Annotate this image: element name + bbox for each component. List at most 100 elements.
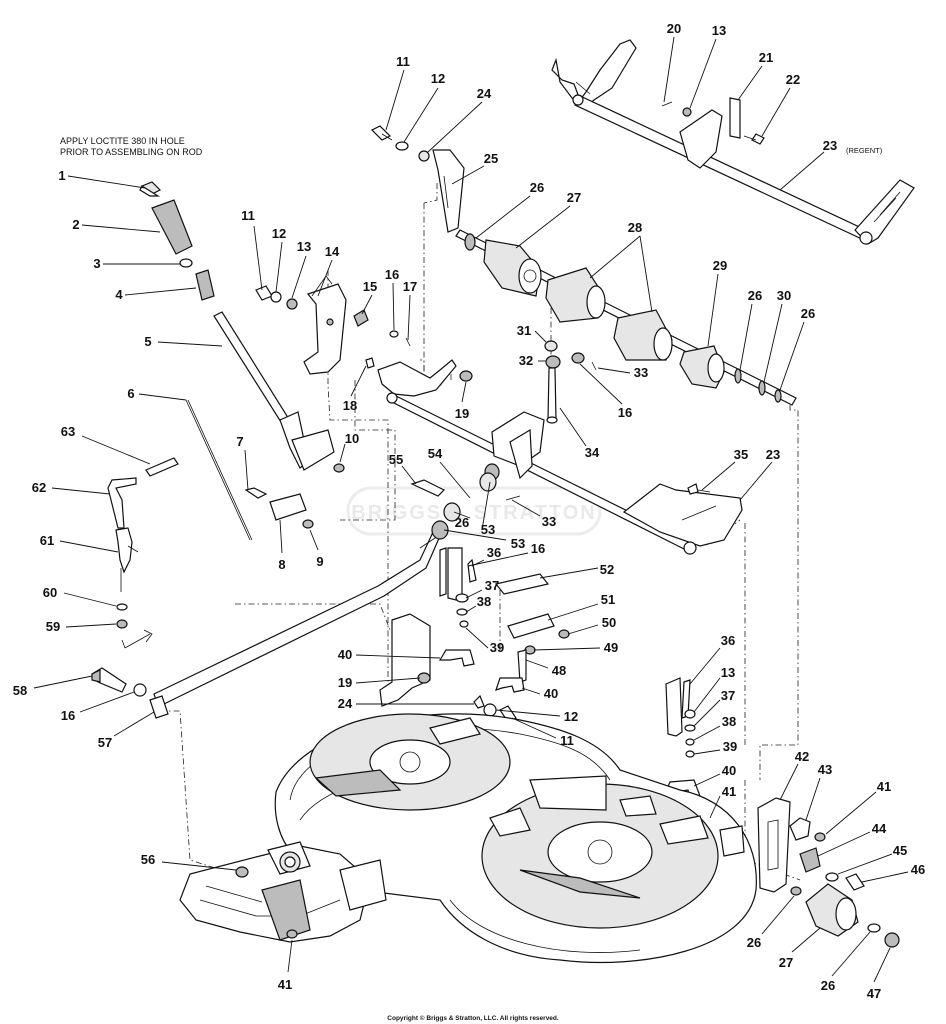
part-callout-13: 13 xyxy=(297,239,311,254)
part-callout-12: 12 xyxy=(564,709,578,724)
rear-roller-bracket xyxy=(757,797,900,948)
part-callout-29: 29 xyxy=(713,258,727,273)
part-callout-26: 26 xyxy=(530,180,544,195)
part-callout-33: 33 xyxy=(542,514,556,529)
part-callout-10: 10 xyxy=(345,431,359,446)
part-callout-1: 1 xyxy=(58,168,65,183)
part-callout-62: 62 xyxy=(32,480,46,495)
part-callout-13: 13 xyxy=(712,23,726,38)
part-callout-34: 34 xyxy=(585,445,600,460)
part-callout-4: 4 xyxy=(115,287,123,302)
part-callout-52: 52 xyxy=(600,562,614,577)
part-callout-3: 3 xyxy=(93,256,100,271)
part-callout-12: 12 xyxy=(431,71,445,86)
part-callout-40: 40 xyxy=(722,763,736,778)
part-callout-37: 37 xyxy=(721,688,735,703)
loctite-note-line2: PRIOR TO ASSEMBLING ON ROD xyxy=(60,147,203,157)
part-callout-30: 30 xyxy=(777,288,791,303)
part-callout-26: 26 xyxy=(821,978,835,993)
part-callout-59: 59 xyxy=(46,619,60,634)
center-brackets xyxy=(379,547,570,723)
part-callout-63: 63 xyxy=(61,424,75,439)
roller-shaft xyxy=(455,229,797,406)
part-callout-35: 35 xyxy=(734,447,748,462)
part-callout-39: 39 xyxy=(723,739,737,754)
part-callout-17: 17 xyxy=(403,279,417,294)
part-callout-37: 37 xyxy=(485,578,499,593)
part-callout-8: 8 xyxy=(278,557,285,572)
part-callout-49: 49 xyxy=(604,640,618,655)
part-callout-27: 27 xyxy=(567,190,581,205)
part-callout-20: 20 xyxy=(667,21,681,36)
part-callout-16: 16 xyxy=(385,267,399,282)
part-callout-54: 54 xyxy=(428,446,443,461)
part-callout-36: 36 xyxy=(487,545,501,560)
part-callout-58: 58 xyxy=(13,683,27,698)
part-callout-43: 43 xyxy=(818,762,832,777)
handle-assembly xyxy=(139,181,411,541)
part-callout-38: 38 xyxy=(477,594,491,609)
part-callout-19: 19 xyxy=(455,406,469,421)
part-callout-25: 25 xyxy=(484,151,498,166)
part-callout-23: 23 xyxy=(823,138,837,153)
part-callout-32: 32 xyxy=(519,353,533,368)
part-callout-28: 28 xyxy=(628,220,642,235)
part-callout-2: 2 xyxy=(72,217,79,232)
part-callout-55: 55 xyxy=(389,452,403,467)
part-callout-61: 61 xyxy=(40,533,54,548)
part-callout-22: 22 xyxy=(786,72,800,87)
part-callout-16: 16 xyxy=(618,405,632,420)
watermark: BRIGGS & STRATTON xyxy=(346,486,602,536)
lift-link xyxy=(91,528,441,719)
part-callout-39: 39 xyxy=(490,640,504,655)
part-callout-50: 50 xyxy=(602,615,616,630)
loctite-note-line1: APPLY LOCTITE 380 IN HOLE xyxy=(60,136,185,146)
regent-note: (REGENT) xyxy=(846,146,883,155)
part-callout-47: 47 xyxy=(867,986,881,1001)
part-callout-26: 26 xyxy=(747,935,761,950)
part-callout-26: 26 xyxy=(455,515,469,530)
part-callout-23: 23 xyxy=(766,447,780,462)
part-callout-11: 11 xyxy=(560,733,574,748)
part-callout-53: 53 xyxy=(481,522,495,537)
part-callout-26: 26 xyxy=(801,306,815,321)
part-callout-21: 21 xyxy=(759,50,773,65)
part-callout-31: 31 xyxy=(517,323,531,338)
svg-text:BRIGGS & STRATTON: BRIGGS & STRATTON xyxy=(351,502,596,524)
part-callout-41: 41 xyxy=(877,779,891,794)
part-callout-16: 16 xyxy=(531,541,545,556)
rod-hardware xyxy=(410,463,521,540)
part-callout-14: 14 xyxy=(325,244,340,259)
part-callout-44: 44 xyxy=(872,821,887,836)
part-callout-40: 40 xyxy=(544,686,558,701)
part-callout-7: 7 xyxy=(236,434,243,449)
part-callout-24: 24 xyxy=(477,86,492,101)
part-callout-24: 24 xyxy=(338,696,353,711)
part-callout-53: 53 xyxy=(511,536,525,551)
part-callout-13: 13 xyxy=(721,665,735,680)
regent-lift-shaft xyxy=(551,39,915,245)
part-callout-18: 18 xyxy=(343,398,357,413)
part-callout-5: 5 xyxy=(144,334,151,349)
part-callout-51: 51 xyxy=(601,592,615,607)
part-callout-40: 40 xyxy=(338,647,352,662)
leader-lines xyxy=(33,36,909,983)
part-callout-15: 15 xyxy=(363,279,377,294)
part-callout-27: 27 xyxy=(779,955,793,970)
part-callout-42: 42 xyxy=(795,749,809,764)
part-callout-48: 48 xyxy=(552,663,566,678)
part-callout-36: 36 xyxy=(721,633,735,648)
part-callout-60: 60 xyxy=(43,585,57,600)
mower-deck xyxy=(274,713,757,963)
part-callout-16: 16 xyxy=(61,708,75,723)
part-callout-46: 46 xyxy=(911,862,925,877)
part-callout-6: 6 xyxy=(127,386,134,401)
part-callout-12: 12 xyxy=(272,226,286,241)
upper-bracket xyxy=(370,125,465,233)
pivot-pin xyxy=(544,340,597,424)
part-callout-41: 41 xyxy=(722,784,736,799)
part-callout-56: 56 xyxy=(141,852,155,867)
front-hitch xyxy=(179,841,387,943)
lower-lift-shaft xyxy=(365,357,743,555)
